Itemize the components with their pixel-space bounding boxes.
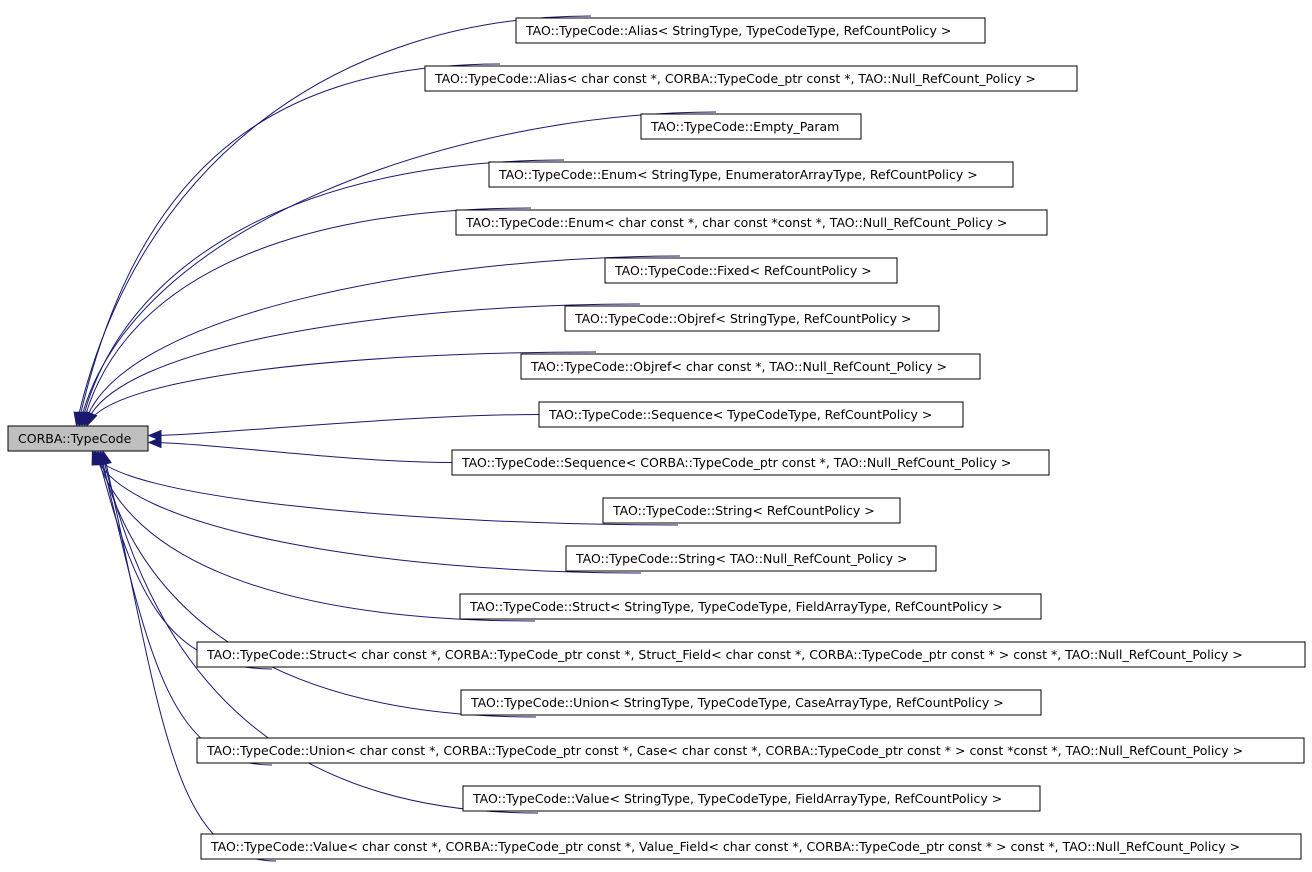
class-nodes: CORBA::TypeCode TAO::TypeCode::Alias< Str… [7,17,1306,860]
inheritance-edge [98,451,537,718]
derived-class-box [640,113,862,140]
derived-class-box [455,209,1048,236]
derived-class-label-18: TAO::TypeCode::Value< char const *, CORB… [210,839,1240,854]
inheritance-edge [85,303,641,426]
derived-class-label-10: TAO::TypeCode::Sequence< CORBA::TypeCode… [461,455,1011,470]
derived-class-box [565,545,937,572]
inheritance-edge [82,207,532,426]
inheritance-edge [83,255,681,426]
derived-class-node[interactable]: TAO::TypeCode::Alias< char const *, CORB… [424,65,1078,92]
derived-class-label-15: TAO::TypeCode::Union< StringType, TypeCo… [470,695,1004,710]
derived-class-node[interactable]: TAO::TypeCode::Alias< StringType, TypeCo… [515,17,986,44]
derived-class-label-9: TAO::TypeCode::Sequence< TypeCodeType, R… [548,407,932,422]
derived-class-node[interactable]: TAO::TypeCode::Enum< StringType, Enumera… [488,161,1014,188]
derived-class-box [604,257,898,284]
derived-class-label-3: TAO::TypeCode::Empty_Param [650,119,839,134]
derived-class-node[interactable]: TAO::TypeCode::Fixed< RefCountPolicy > [604,257,898,284]
derived-class-box [196,641,1306,668]
inheritance-edge [96,451,273,670]
derived-class-label-13: TAO::TypeCode::Struct< StringType, TypeC… [469,599,1003,614]
derived-class-node[interactable]: TAO::TypeCode::Struct< char const *, COR… [196,641,1306,668]
inheritance-edge [95,451,536,622]
derived-class-box [200,833,1302,860]
derived-class-box [459,593,1042,620]
derived-class-node[interactable]: TAO::TypeCode::String< TAO::Null_RefCoun… [565,545,937,572]
inheritance-edge [79,111,717,426]
arrowhead-icon [147,429,162,442]
arrowhead-icon [86,411,98,427]
inheritance-edges [73,15,717,862]
inheritance-edge [75,15,592,426]
derived-class-box [520,353,981,380]
inheritance-edge [101,451,539,814]
derived-class-box [488,161,1014,188]
inheritance-edge [93,451,642,574]
derived-class-node[interactable]: TAO::TypeCode::String< RefCountPolicy > [602,497,901,524]
derived-class-node[interactable]: TAO::TypeCode::Union< char const *, CORB… [196,737,1305,764]
derived-class-node[interactable]: TAO::TypeCode::Union< StringType, TypeCo… [460,689,1042,716]
inheritance-edge [148,442,453,463]
derived-class-box [451,449,1050,476]
derived-class-node[interactable]: TAO::TypeCode::Value< char const *, CORB… [200,833,1302,860]
derived-class-label-5: TAO::TypeCode::Enum< char const *, char … [465,215,1007,230]
inheritance-edge [77,63,501,426]
arrowhead-icon [147,436,162,449]
derived-class-node[interactable]: TAO::TypeCode::Sequence< CORBA::TypeCode… [451,449,1050,476]
derived-class-box [460,689,1042,716]
base-class-node[interactable]: CORBA::TypeCode [7,425,149,452]
base-class-box [7,425,149,452]
arrowhead-icon [100,450,112,466]
derived-class-box [424,65,1078,92]
derived-class-label-1: TAO::TypeCode::Alias< StringType, TypeCo… [525,23,951,38]
base-class-label: CORBA::TypeCode [18,431,132,446]
derived-class-box [196,737,1305,764]
derived-class-label-11: TAO::TypeCode::String< RefCountPolicy > [612,503,875,518]
derived-class-node[interactable]: TAO::TypeCode::Value< StringType, TypeCo… [462,785,1041,812]
inheritance-edge [148,414,540,436]
derived-class-label-12: TAO::TypeCode::String< TAO::Null_RefCoun… [575,551,907,566]
derived-class-node[interactable]: TAO::TypeCode::Struct< StringType, TypeC… [459,593,1042,620]
derived-class-label-8: TAO::TypeCode::Objref< char const *, TAO… [530,359,947,374]
derived-class-label-14: TAO::TypeCode::Struct< char const *, COR… [206,647,1243,662]
derived-class-box [564,305,940,332]
derived-class-label-17: TAO::TypeCode::Value< StringType, TypeCo… [472,791,1002,806]
derived-class-node[interactable]: TAO::TypeCode::Enum< char const *, char … [455,209,1048,236]
derived-class-box [538,401,964,428]
derived-class-label-2: TAO::TypeCode::Alias< char const *, CORB… [434,71,1036,86]
inheritance-edge [80,159,565,426]
derived-class-label-6: TAO::TypeCode::Fixed< RefCountPolicy > [614,263,872,278]
derived-class-node[interactable]: TAO::TypeCode::Empty_Param [640,113,862,140]
derived-class-label-16: TAO::TypeCode::Union< char const *, CORB… [206,743,1243,758]
derived-class-box [602,497,901,524]
derived-class-box [462,785,1041,812]
inheritance-edge [91,451,679,526]
derived-class-node[interactable]: TAO::TypeCode::Objref< StringType, RefCo… [564,305,940,332]
derived-class-box [515,17,986,44]
derived-class-label-4: TAO::TypeCode::Enum< StringType, Enumera… [498,167,978,182]
inheritance-edge [87,351,597,426]
derived-class-label-7: TAO::TypeCode::Objref< StringType, RefCo… [574,311,912,326]
derived-class-node[interactable]: TAO::TypeCode::Sequence< TypeCodeType, R… [538,401,964,428]
derived-class-node[interactable]: TAO::TypeCode::Objref< char const *, TAO… [520,353,981,380]
